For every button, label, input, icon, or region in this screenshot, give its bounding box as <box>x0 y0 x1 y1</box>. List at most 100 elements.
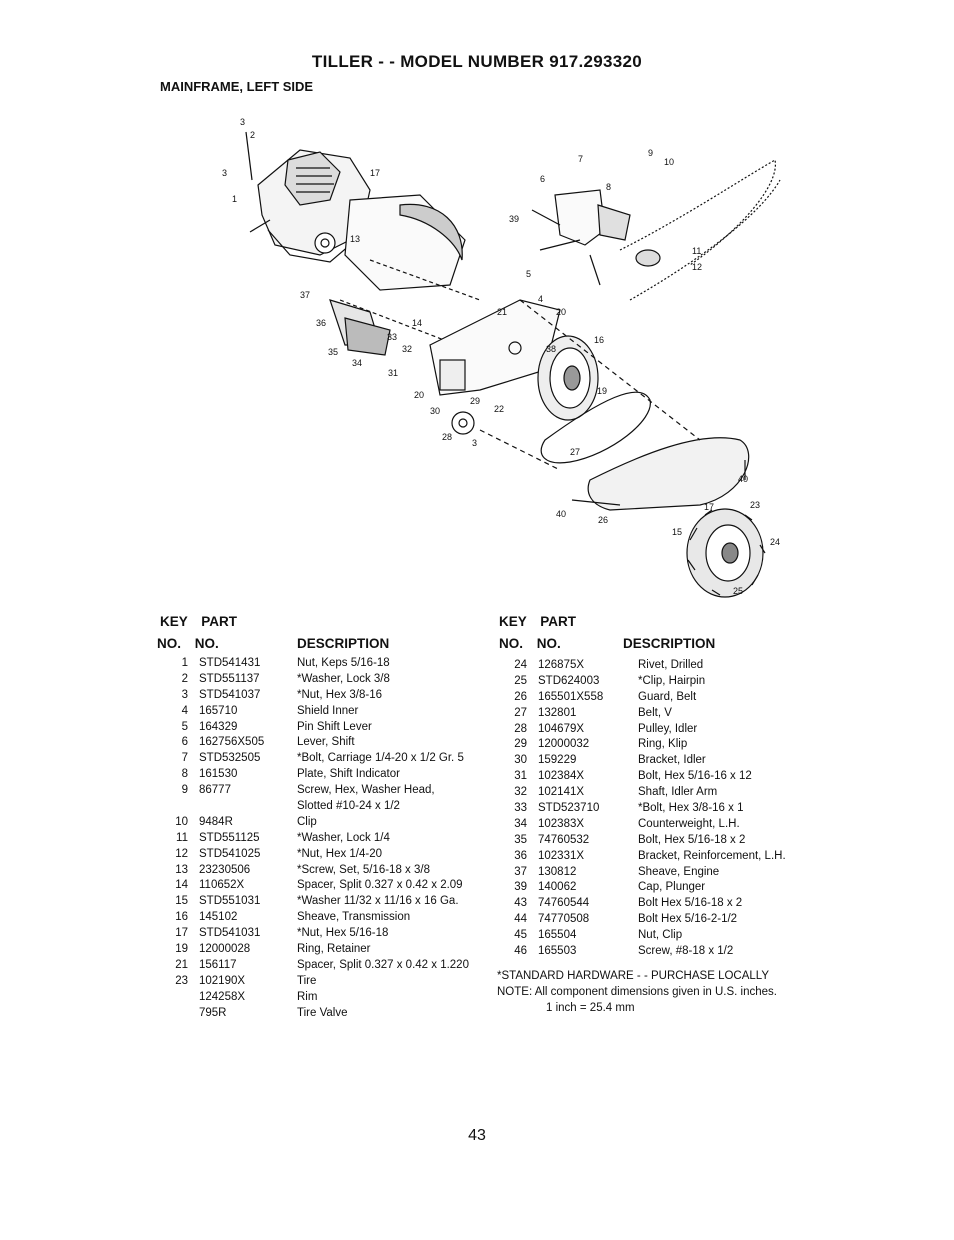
diagram-callout: 11 <box>692 246 701 256</box>
section-title: MAINFRAME, LEFT SIDE <box>160 79 314 94</box>
parts-desc: Bolt Hex 5/16-2-1/2 <box>638 913 738 926</box>
parts-desc: *Nut, Hex 5/16-18 <box>297 927 389 940</box>
parts-part: 74760532 <box>538 833 590 846</box>
parts-key: 1 <box>181 657 188 669</box>
parts-key: 26 <box>514 690 527 703</box>
parts-desc: *Washer, Lock 1/4 <box>297 831 390 844</box>
parts-row: 14 110652X Spacer, Split 0.327 x 0.42 x 2.… <box>160 878 469 894</box>
parts-part: 130812 <box>538 865 577 878</box>
parts-desc: Sheave, Transmission <box>297 911 411 924</box>
diagram-callout: 40 <box>556 509 566 519</box>
diagram-callout: 33 <box>387 332 397 342</box>
diagram-callout: 32 <box>402 344 412 354</box>
parts-part: STD551031 <box>199 895 261 908</box>
parts-desc: Ring, Retainer <box>297 943 371 956</box>
parts-desc: Plate, Shift Indicator <box>297 768 400 781</box>
diagram-callout: 16 <box>594 335 604 345</box>
diagram-callout: 19 <box>597 386 607 396</box>
parts-part: 86777 <box>199 784 231 797</box>
diagram-callout: 26 <box>598 515 608 525</box>
parts-key: 19 <box>175 943 188 956</box>
parts-desc: Spacer, Split 0.327 x 0.42 x 2.09 <box>297 879 463 892</box>
parts-part: 165503 <box>538 945 577 958</box>
parts-desc: Rim <box>297 990 318 1003</box>
diagram-callout: 27 <box>570 447 580 457</box>
diagram-callout: 40 <box>738 474 748 484</box>
parts-desc: Ring, Klip <box>638 738 688 751</box>
parts-part: 102141X <box>538 786 585 799</box>
parts-key: 44 <box>514 913 527 926</box>
parts-part: STD541037 <box>199 688 261 701</box>
parts-desc: Bracket, Reinforcement, L.H. <box>638 849 786 862</box>
parts-desc: Guard, Belt <box>638 690 697 703</box>
parts-desc: Bolt, Hex 5/16-18 x 2 <box>638 833 746 846</box>
parts-desc: Clip <box>297 815 317 828</box>
parts-part <box>188 799 297 815</box>
note-label: NOTE: <box>497 986 533 998</box>
conversion-note: 1 inch = 25.4 mm <box>546 1002 635 1014</box>
parts-part: 74760544 <box>538 897 590 910</box>
diagram-callout: 6 <box>540 174 545 184</box>
parts-key <box>160 990 188 1006</box>
parts-desc: *Screw, Set, 5/16-18 x 3/8 <box>297 863 430 876</box>
parts-key: 2 <box>181 672 188 685</box>
parts-key <box>160 799 188 815</box>
parts-part: 124258X <box>199 990 246 1003</box>
parts-key: 43 <box>514 897 527 910</box>
header-key: KEY <box>160 614 188 629</box>
diagram-callout: 9 <box>648 148 653 158</box>
parts-desc: Shaft, Idler Arm <box>638 786 718 799</box>
diagram-callout: 35 <box>328 347 338 357</box>
diagram-callout: 17 <box>704 502 714 512</box>
parts-desc: Bolt Hex 5/16-18 x 2 <box>638 897 743 910</box>
parts-part: 110652X <box>199 879 245 892</box>
header-description-right: DESCRIPTION <box>623 636 716 651</box>
parts-desc: Nut, Clip <box>638 929 683 942</box>
diagram-callout: 2 <box>250 130 255 140</box>
diagram-callout: 37 <box>300 290 310 300</box>
parts-part: 145102 <box>199 911 238 924</box>
diagram-callout: 20 <box>414 390 424 400</box>
parts-part: 102383X <box>538 817 585 830</box>
diagram-callout: 17 <box>370 168 380 178</box>
parts-key: 16 <box>175 911 188 924</box>
diagram-callout: 30 <box>430 406 440 416</box>
parts-desc: Bolt, Hex 5/16-16 x 12 <box>638 770 752 783</box>
parts-part: STD541431 <box>199 657 261 669</box>
v-belt <box>540 391 651 464</box>
parts-row: 43 74760544 Bolt Hex 5/16-18 x 2 <box>500 896 786 912</box>
header-key-right: KEY <box>499 614 527 629</box>
diagram-callout: 25 <box>733 586 743 596</box>
parts-key: 14 <box>175 879 188 892</box>
diagram-callout: 36 <box>316 318 326 328</box>
parts-desc: Screw, Hex, Washer Head, <box>297 784 435 797</box>
diagram-callout: 13 <box>350 234 360 244</box>
page-title: TILLER - - MODEL NUMBER 917.293320 <box>311 52 643 71</box>
diagram-callout: 12 <box>692 262 702 272</box>
parts-key: 33 <box>514 802 527 815</box>
parts-part: STD551137 <box>199 672 260 685</box>
parts-part: STD541031 <box>199 927 261 940</box>
diagram-callout: 29 <box>470 396 480 406</box>
parts-row: 124258X Rim <box>160 990 469 1006</box>
parts-key: 27 <box>514 706 527 719</box>
wheel-tire <box>686 508 766 598</box>
